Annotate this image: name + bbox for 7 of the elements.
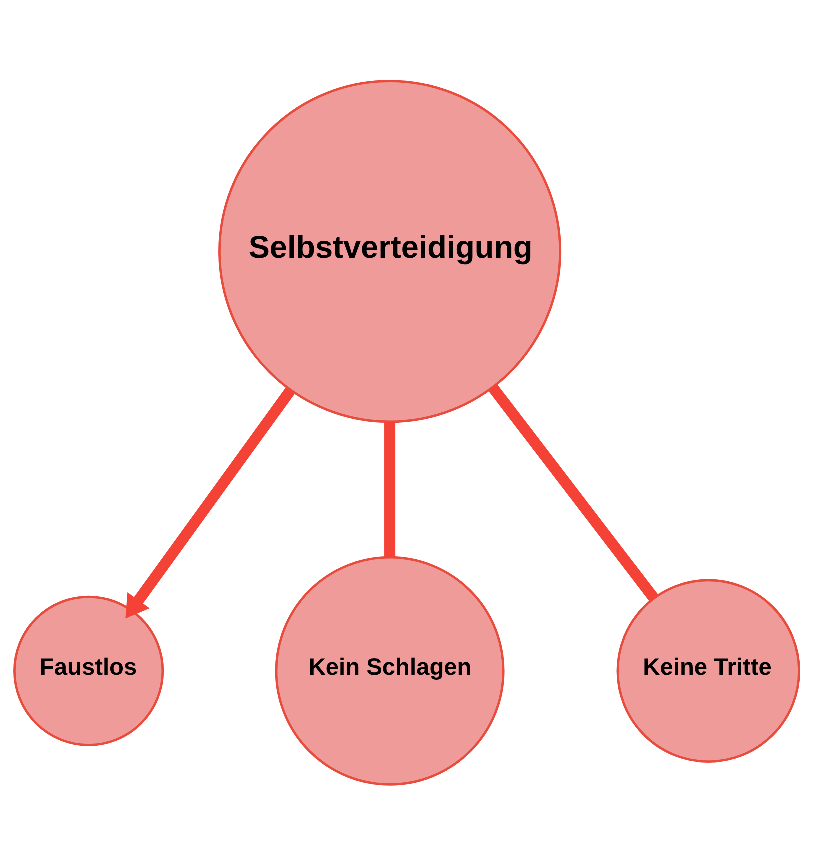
connector xyxy=(384,422,396,558)
node-circle: Faustlos xyxy=(14,596,164,746)
connector xyxy=(488,384,659,602)
arrow xyxy=(126,387,296,619)
node-circle: Keine Tritte xyxy=(616,579,800,763)
node-circle: Kein Schlagen xyxy=(275,556,505,786)
node-circle: Selbstverteidigung xyxy=(218,80,562,424)
